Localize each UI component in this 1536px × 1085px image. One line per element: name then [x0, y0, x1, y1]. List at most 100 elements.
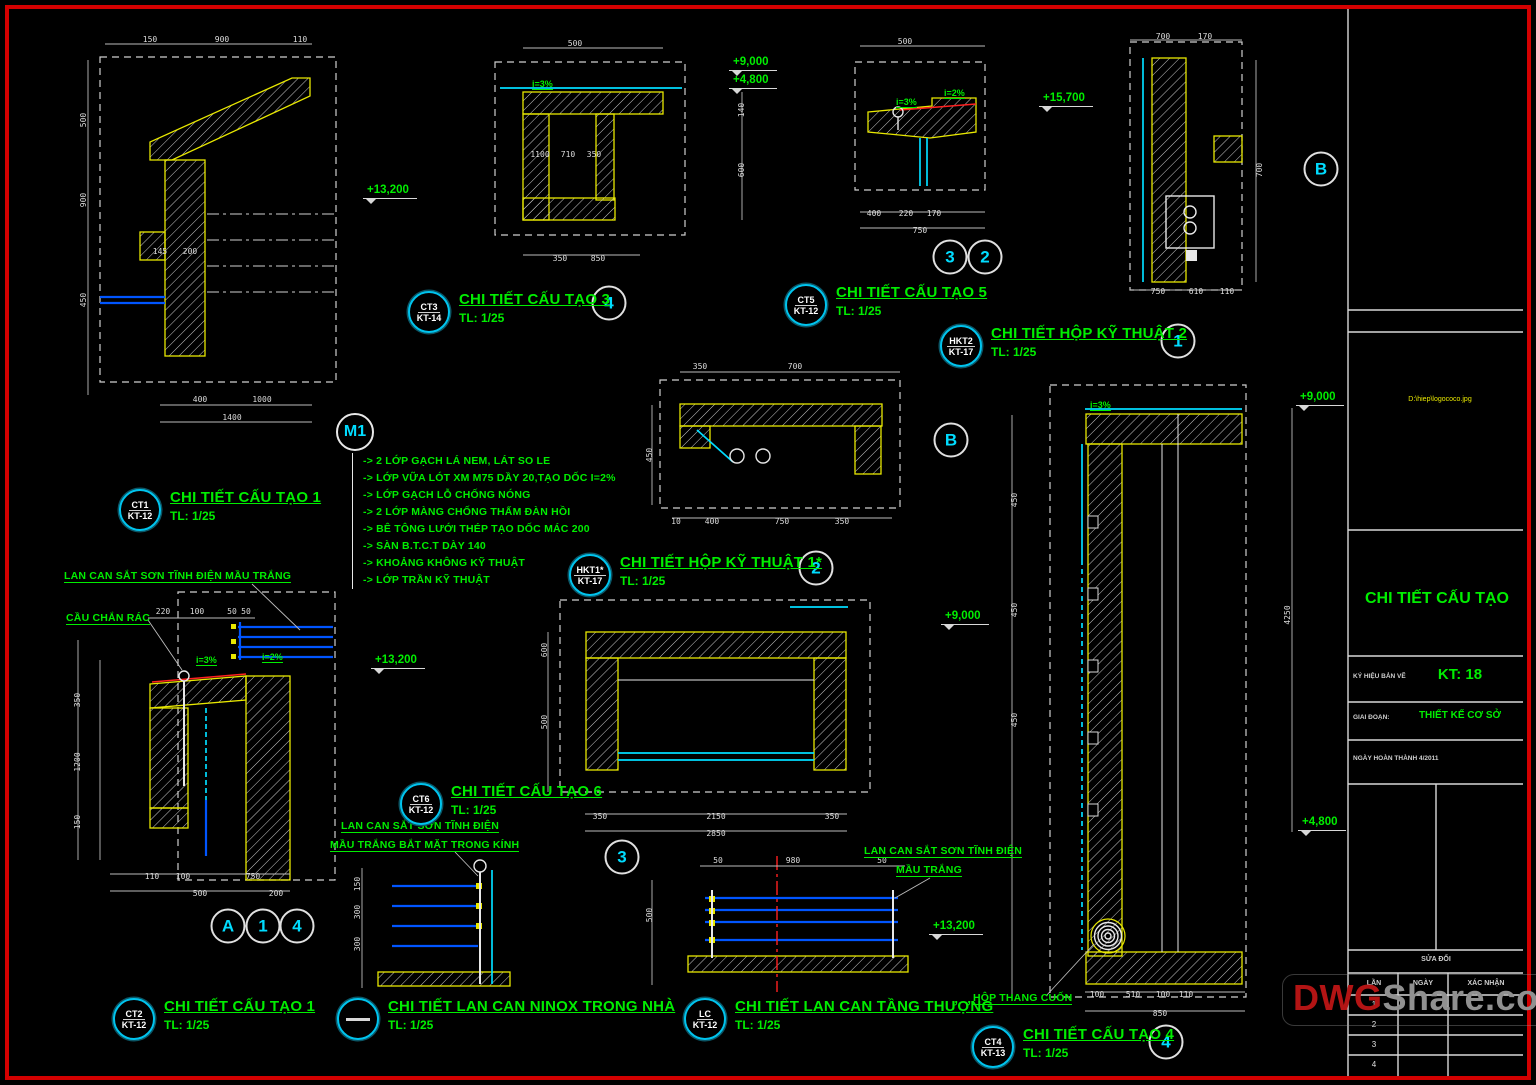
dimension-text: 700	[1255, 162, 1264, 178]
dimension-text: 610	[1188, 287, 1204, 296]
dimension-text: 1100	[530, 150, 550, 159]
dimension-text: 450	[1010, 492, 1019, 508]
detail-badge	[337, 998, 379, 1040]
callout-label: LAN CAN SẮT SƠN TĨNH ĐIỆN	[864, 845, 1023, 858]
note-item: -> 2 LỚP GẠCH LÁ NEM, LÁT SO LE	[363, 455, 551, 467]
detail-scale: TL: 1/25	[1023, 1046, 1069, 1060]
detail-scale: TL: 1/25	[620, 574, 666, 588]
dimension-text: 110	[144, 872, 160, 881]
detail-title: CHI TIẾT CẤU TẠO 1	[170, 489, 322, 506]
dimension-text: 150	[142, 35, 158, 44]
reference-circle: 3	[604, 839, 640, 875]
detail-scale: TL: 1/25	[735, 1018, 781, 1032]
dimension-text: 350	[824, 812, 840, 821]
badge-code: CT3	[418, 301, 440, 313]
detail-badge: HKT1*KT-17	[569, 554, 611, 596]
slope-label: i=2%	[262, 652, 283, 663]
dimension-text: 700	[787, 362, 803, 371]
dimension-text: 4250	[1283, 605, 1292, 625]
badge-code: CT1	[129, 499, 151, 511]
dimension-text: 50	[227, 607, 237, 616]
badge-sheet: KT-12	[127, 510, 153, 521]
badge-sheet: KT-17	[577, 575, 603, 586]
detail-scale: TL: 1/25	[451, 803, 497, 817]
detail-title: CHI TIẾT CẤU TẠO 5	[836, 284, 988, 301]
note-item: -> KHOẢNG KHÔNG KỸ THUẬT	[363, 557, 526, 569]
dimension-text: 200	[182, 247, 198, 256]
drawing-code-value: KT: 18	[1437, 666, 1483, 683]
dimension-text: 10	[671, 517, 681, 526]
callout-label: MẦU TRẮNG	[896, 864, 962, 877]
titleblock-title: CHI TIẾT CẤU TẠO	[1365, 590, 1509, 607]
material-notes: M1 -> 2 LỚP GẠCH LÁ NEM, LÁT SO LE-> LỚP…	[336, 413, 616, 589]
slope-label: i=2%	[944, 88, 965, 99]
dimension-text: 350	[692, 362, 708, 371]
dimension-text: 750	[245, 872, 261, 881]
badge-code: CT6	[410, 793, 432, 805]
dimension-text: 500	[645, 907, 654, 923]
dimension-text: 600	[737, 162, 746, 178]
dimension-text: 750	[912, 226, 928, 235]
revision-row-number: 2	[1371, 1020, 1377, 1029]
badge-sheet: KT-12	[121, 1019, 147, 1030]
dimension-text: 350	[73, 692, 82, 708]
callout-label: LAN CAN SẮT SƠN TĨNH ĐIỆN MẦU TRẮNG	[64, 570, 292, 583]
reference-circle: A	[210, 908, 246, 944]
dimension-text: 500	[79, 112, 88, 128]
detail-scale: TL: 1/25	[170, 509, 216, 523]
detail-title-group: CHI TIẾT HỘP KỸ THUẬT 1*TL: 1/25	[620, 554, 822, 588]
watermark: DWGShare.com	[1282, 974, 1536, 1026]
revision-col-lan: LẦN	[1366, 980, 1382, 987]
level-marker: +9,000	[1296, 391, 1344, 411]
dimension-text: 450	[1010, 712, 1019, 728]
level-marker: +9,000	[729, 56, 777, 76]
dimension-text: 50	[713, 856, 723, 865]
revision-col-ngay: NGÀY	[1412, 980, 1434, 987]
dimension-text: 150	[353, 876, 362, 892]
dimension-text: 450	[1010, 602, 1019, 618]
dimension-text: 1400	[222, 413, 242, 422]
dimension-text: 710	[560, 150, 576, 159]
level-marker: +13,200	[363, 184, 417, 204]
dimension-text: 500	[567, 39, 583, 48]
callout-label: HỘP THANG CUỐN	[973, 992, 1073, 1005]
dimension-text: 100	[189, 607, 205, 616]
note-item: -> LỚP TRẦN KỸ THUẬT	[363, 574, 490, 586]
dimension-text: 400	[192, 395, 208, 404]
dimension-text: 510	[1125, 990, 1141, 999]
dimension-text: 1000	[252, 395, 272, 404]
detail-scale: TL: 1/25	[164, 1018, 210, 1032]
note-item: -> BÊ TÔNG LƯỚI THÉP TẠO DỐC MÁC 200	[363, 523, 590, 535]
dimension-text: 220	[898, 209, 914, 218]
dimension-text: 100	[175, 872, 191, 881]
dimension-text: 850	[590, 254, 606, 263]
dimension-text: 700	[1155, 32, 1171, 41]
dimension-text: 900	[79, 192, 88, 208]
note-list: -> 2 LỚP GẠCH LÁ NEM, LÁT SO LE-> LỚP VỮ…	[352, 453, 616, 589]
reference-circle: 4	[1148, 1024, 1184, 1060]
badge-sheet: KT-12	[692, 1019, 718, 1030]
dimension-text: 980	[785, 856, 801, 865]
slope-label: i=3%	[896, 97, 917, 108]
dimension-text: 150	[73, 814, 82, 830]
dimension-text: 350	[592, 812, 608, 821]
dimension-text: 500	[192, 889, 208, 898]
dimension-text: 750	[1150, 287, 1166, 296]
detail-title: CHI TIẾT HỘP KỸ THUẬT 2	[991, 325, 1188, 342]
dimension-text: 400	[704, 517, 720, 526]
badge-sheet: KT-17	[948, 346, 974, 357]
dimension-text: 350	[834, 517, 850, 526]
